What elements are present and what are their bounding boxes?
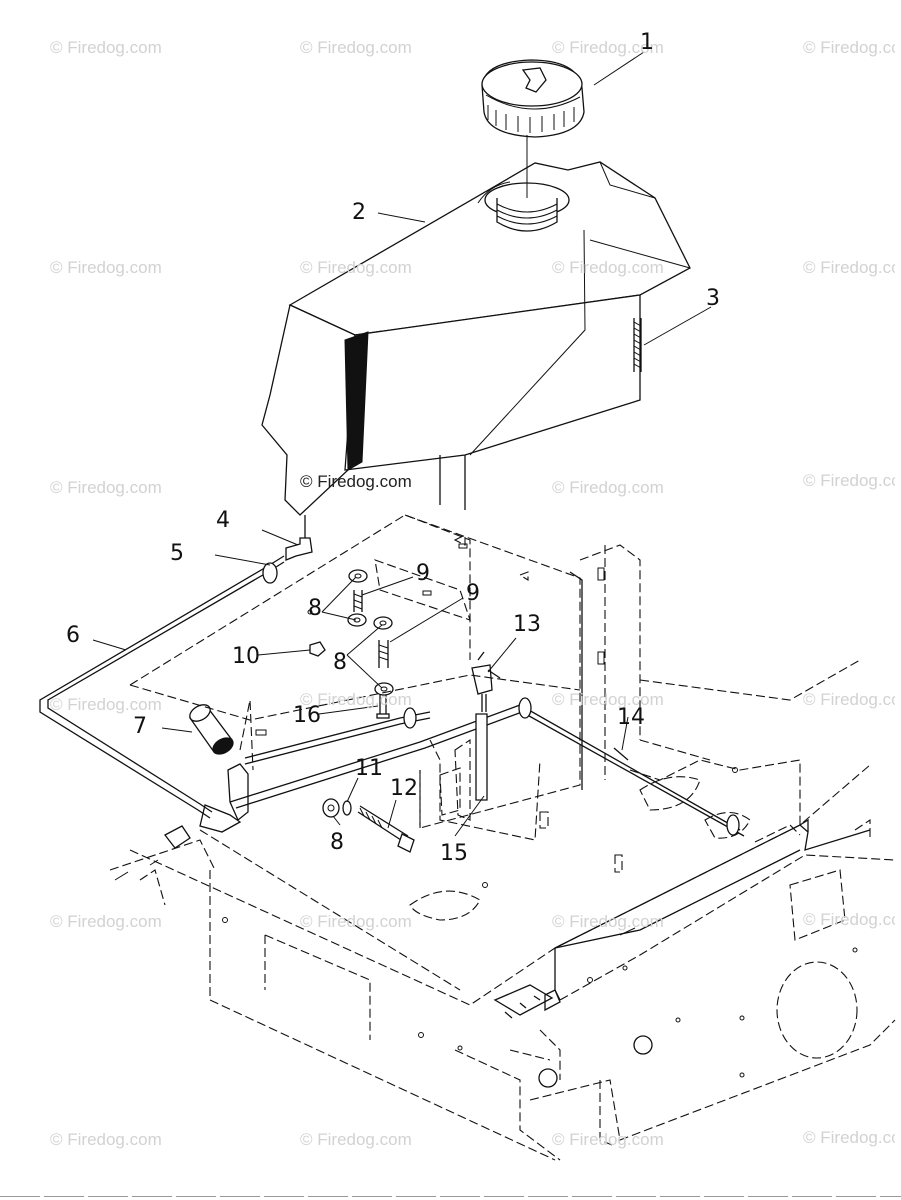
watermark: © Firedog.com xyxy=(50,38,162,57)
leader-lines xyxy=(92,51,712,837)
watermark: © Firedog.com xyxy=(552,478,664,497)
callout-4[interactable]: 4 xyxy=(216,508,230,533)
fuel-tank[interactable] xyxy=(261,161,691,541)
callout-8[interactable]: 8 xyxy=(308,596,322,621)
watermark: © Firedog.com xyxy=(50,912,162,931)
callout-11[interactable]: 11 xyxy=(355,756,383,781)
callout-8[interactable]: 8 xyxy=(333,650,347,675)
bottom-rule xyxy=(0,1196,901,1197)
hose-clamp[interactable] xyxy=(262,562,740,836)
standpipe[interactable] xyxy=(475,713,488,801)
callout-13[interactable]: 13 xyxy=(513,612,541,637)
watermark: © Firedog.com xyxy=(803,1128,895,1147)
stud[interactable] xyxy=(633,318,642,372)
watermark: © Firedog.com xyxy=(803,690,895,709)
callout-15[interactable]: 15 xyxy=(440,841,468,866)
callout-6[interactable]: 6 xyxy=(66,623,80,648)
mounting-holes xyxy=(222,543,738,1051)
bolt[interactable] xyxy=(353,590,389,668)
tank-bracket xyxy=(114,763,554,1019)
fuel-filter[interactable] xyxy=(187,701,236,757)
center-watermark: © Firedog.com xyxy=(300,472,412,491)
watermark: © Firedog.com xyxy=(50,478,162,497)
screw[interactable] xyxy=(376,695,390,719)
callout-8[interactable]: 8 xyxy=(330,830,344,855)
watermark: © Firedog.com xyxy=(803,258,895,277)
watermark: © Firedog.com xyxy=(552,38,664,57)
long-bolt[interactable] xyxy=(357,805,415,853)
watermark: © Firedog.com xyxy=(803,38,895,57)
watermark: © Firedog.com xyxy=(50,1130,162,1149)
watermark: © Firedog.com xyxy=(50,695,162,714)
watermark: © Firedog.com xyxy=(552,690,664,709)
callout-5[interactable]: 5 xyxy=(170,541,184,566)
watermark: © Firedog.com xyxy=(300,912,412,931)
mounting-plate xyxy=(129,514,641,829)
watermark: © Firedog.com xyxy=(300,690,412,709)
engine-fuel-line xyxy=(613,747,629,761)
callout-3[interactable]: 3 xyxy=(706,286,720,311)
watermark: © Firedog.com xyxy=(300,258,412,277)
callout-14[interactable]: 14 xyxy=(617,705,645,730)
callout-10[interactable]: 10 xyxy=(232,644,260,669)
watermark: © Firedog.com xyxy=(803,471,895,490)
watermark: © Firedog.com xyxy=(300,38,412,57)
callout-9[interactable]: 9 xyxy=(466,581,480,606)
watermark: © Firedog.com xyxy=(552,912,664,931)
callout-16[interactable]: 16 xyxy=(293,703,321,728)
watermark: © Firedog.com xyxy=(50,258,162,277)
side-panel xyxy=(529,818,896,1146)
lock-washer[interactable] xyxy=(342,800,352,816)
watermark: © Firedog.com xyxy=(803,910,895,929)
callout-7[interactable]: 7 xyxy=(133,714,147,739)
shut-off-valve[interactable] xyxy=(471,651,501,712)
nut[interactable] xyxy=(309,641,326,657)
callout-9[interactable]: 9 xyxy=(416,561,430,586)
watermark: © Firedog.com xyxy=(552,258,664,277)
watermark: © Firedog.com xyxy=(552,1130,664,1149)
callout-2[interactable]: 2 xyxy=(352,200,366,225)
watermark: © Firedog.com xyxy=(300,1130,412,1149)
callout-1[interactable]: 1 xyxy=(640,30,654,55)
callout-12[interactable]: 12 xyxy=(390,776,418,801)
fuel-cap[interactable] xyxy=(481,59,585,138)
